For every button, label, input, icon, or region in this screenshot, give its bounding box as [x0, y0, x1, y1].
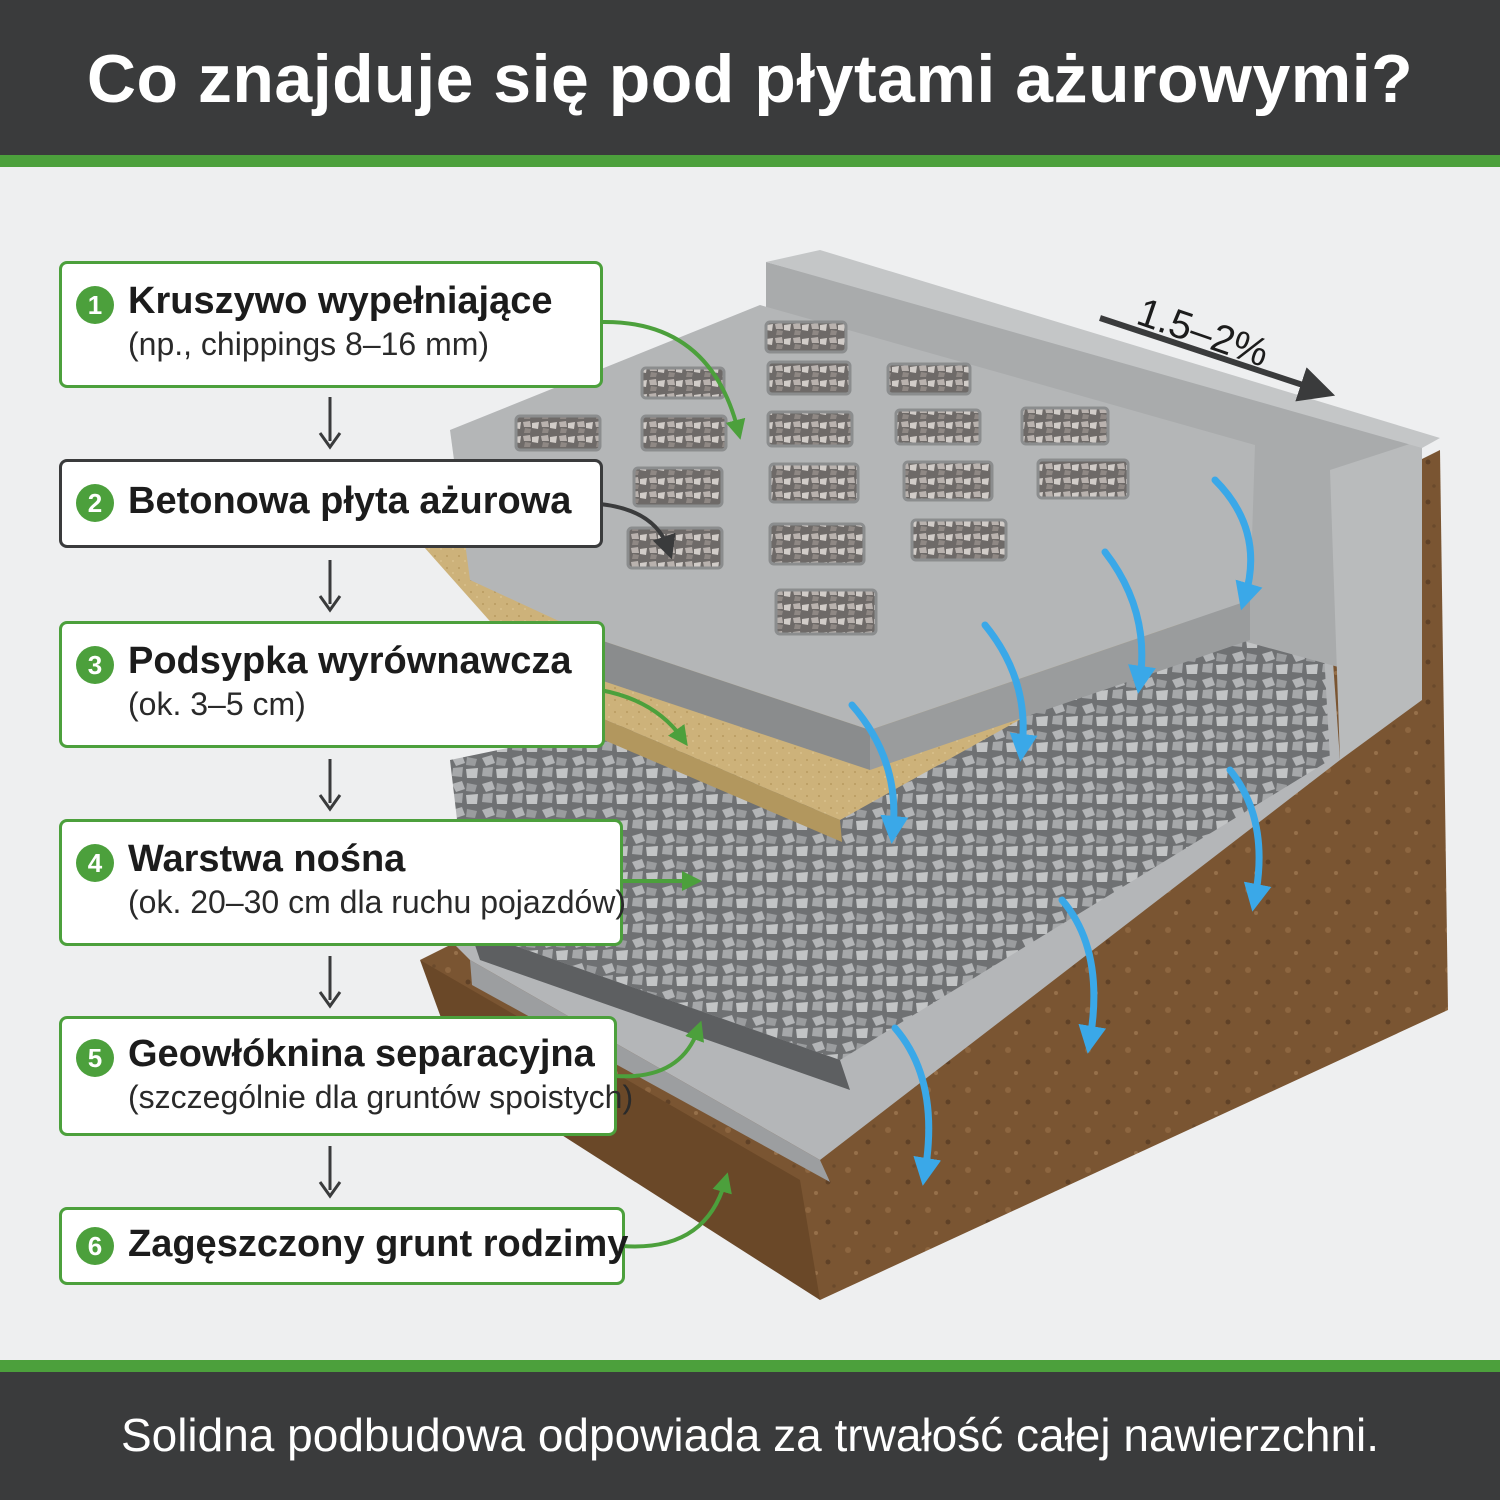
layer-title: Geowłóknina separacyjna: [128, 1033, 595, 1075]
label-layer-5: 5 Geowłóknina separacyjna (szczególnie d…: [59, 1016, 634, 1136]
footer-accent-stripe: [0, 1360, 1500, 1372]
label-layer-2: 2 Betonowa płyta ażurowa: [59, 459, 603, 548]
cross-section-illustration: [400, 250, 1448, 1300]
layer-subtitle: (np., chippings 8–16 mm): [128, 326, 490, 362]
layer-number-badge: 4: [76, 844, 114, 882]
layer-title: Warstwa nośna: [128, 838, 406, 880]
page-title: Co znajduje się pod płytami ażurowymi?: [86, 41, 1414, 117]
drainage-arrows: [848, 476, 1272, 1186]
header-bar: [0, 0, 1500, 155]
label-layer-6: 6 Zagęszczony grunt rodzimy: [59, 1207, 629, 1285]
layer-subtitle: (szczególnie dla gruntów spoistych): [128, 1079, 634, 1115]
down-arrow: [318, 397, 342, 450]
label-layer-1: 1 Kruszywo wypełniające (np., chippings …: [59, 261, 603, 388]
down-arrow: [318, 956, 342, 1009]
header-accent-stripe: [0, 155, 1500, 167]
layer-number-badge: 6: [76, 1227, 114, 1265]
layer-title: Zagęszczony grunt rodzimy: [128, 1223, 629, 1265]
footer-bar: [0, 1372, 1500, 1500]
grass-paver-slab: [450, 305, 1255, 770]
callout-leader-gray: [599, 502, 676, 560]
layer-number-badge: 2: [76, 484, 114, 522]
slope-arrow: [1099, 315, 1336, 402]
layer-subtitle: (ok. 3–5 cm): [128, 686, 306, 722]
footer-caption: Solidna podbudowa odpowiada za trwałość …: [120, 1409, 1380, 1461]
down-arrow: [318, 759, 342, 812]
layer-subtitle: (ok. 20–30 cm dla ruchu pojazdów): [128, 884, 627, 920]
layer-title: Betonowa płyta ażurowa: [128, 480, 572, 522]
down-arrow: [318, 560, 342, 613]
label-layer-4: 4 Warstwa nośna (ok. 20–30 cm dla ruchu …: [59, 819, 627, 946]
layer-number-badge: 1: [76, 286, 114, 324]
down-arrow: [318, 1146, 342, 1199]
layer-title: Kruszywo wypełniające: [128, 280, 553, 322]
layer-number-badge: 3: [76, 646, 114, 684]
layer-number-badge: 5: [76, 1039, 114, 1077]
callout-leaders: [599, 319, 746, 1249]
label-layer-3: 3 Podsypka wyrównawcza (ok. 3–5 cm): [59, 621, 605, 748]
layer-title: Podsypka wyrównawcza: [128, 640, 572, 682]
